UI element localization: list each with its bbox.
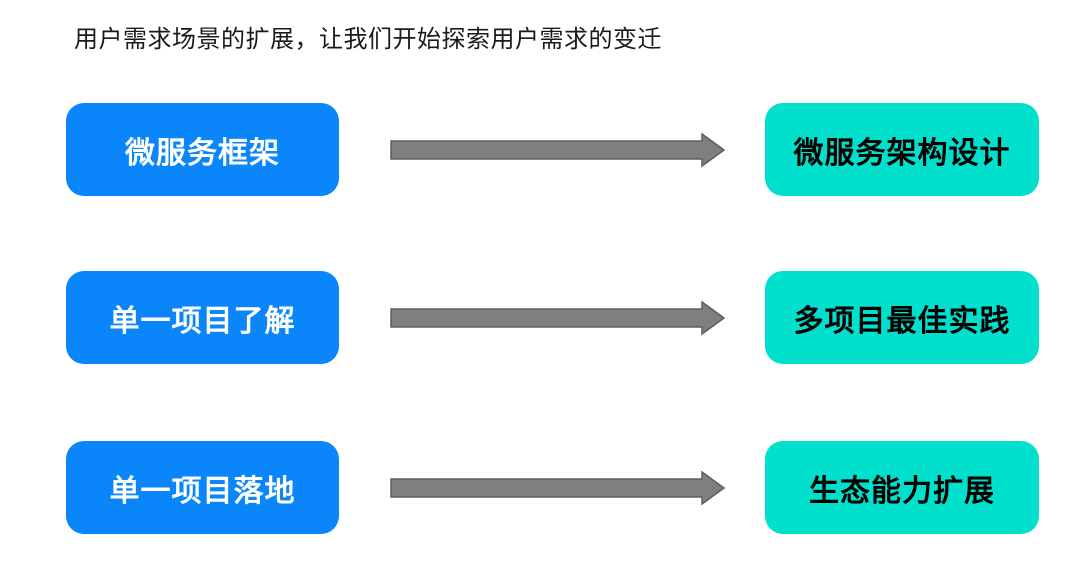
- source-box-label: 单一项目落地: [109, 474, 296, 508]
- page-title: 用户需求场景的扩展，让我们开始探索用户需求的变迁: [74, 26, 662, 53]
- target-box: 生态能力扩展: [765, 441, 1039, 534]
- flow-row: 单一项目了解 多项目最佳实践: [0, 271, 1080, 364]
- target-box-label: 生态能力扩展: [809, 474, 995, 508]
- target-box-label: 多项目最佳实践: [793, 304, 1011, 338]
- right-arrow-icon: [390, 132, 725, 167]
- target-box: 多项目最佳实践: [765, 271, 1039, 364]
- source-box: 单一项目落地: [66, 441, 339, 534]
- source-box-label: 微服务框架: [125, 136, 280, 170]
- flow-row: 单一项目落地 生态能力扩展: [0, 441, 1080, 534]
- right-arrow-icon: [390, 300, 725, 335]
- flow-row: 微服务框架 微服务架构设计: [0, 103, 1080, 196]
- source-box: 微服务框架: [66, 103, 339, 196]
- source-box-label: 单一项目了解: [109, 304, 296, 338]
- target-box-label: 微服务架构设计: [793, 136, 1011, 170]
- source-box: 单一项目了解: [66, 271, 339, 364]
- right-arrow-icon: [390, 470, 725, 505]
- target-box: 微服务架构设计: [765, 103, 1039, 196]
